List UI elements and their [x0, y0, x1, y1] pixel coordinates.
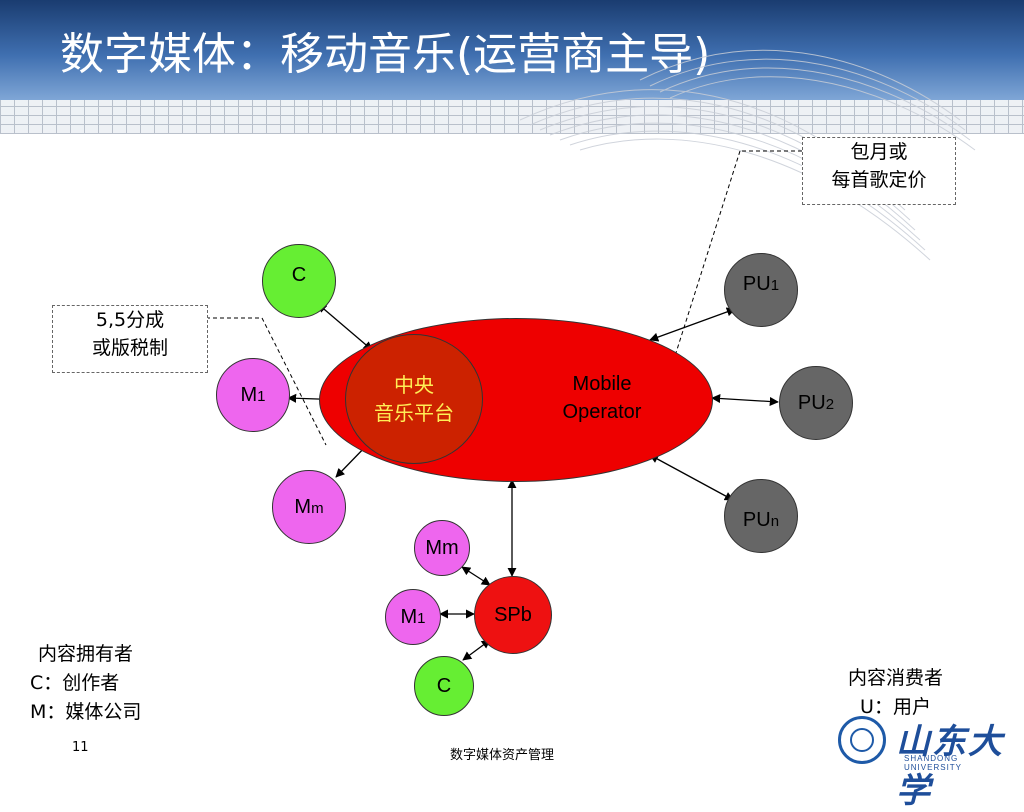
operator-label-line2: Operator — [562, 401, 642, 423]
node-media-mm-left-label: Mm — [294, 496, 323, 519]
node-service-provider-spb: SPb — [474, 576, 552, 654]
node-creator-top-label: C — [291, 263, 307, 286]
m1-bottom-main: M — [400, 605, 418, 628]
legend-owner-media: M：媒体公司 — [30, 701, 142, 723]
pun-main: PU — [742, 508, 771, 531]
mm-left-main: M — [294, 495, 312, 518]
node-creator-top: C — [262, 244, 336, 318]
arrow-pu1 — [649, 307, 736, 342]
pricing-note: 包月或 每首歌定价 — [802, 137, 956, 205]
node-user-pu1-label: PU1 — [743, 273, 779, 296]
page-number: 11 — [72, 740, 89, 755]
arrow-spb-mm — [461, 566, 491, 586]
node-spb-label: SPb — [494, 603, 532, 626]
node-media-mm-left: Mm — [272, 470, 346, 544]
m1-bottom-sub: 1 — [417, 609, 426, 627]
mm-left-sub: m — [311, 499, 324, 517]
leader-split-diag — [261, 317, 327, 446]
node-media-mm-bottom-label: Mm — [425, 536, 459, 559]
arrow-pu2 — [711, 393, 779, 407]
pu1-main: PU — [742, 272, 771, 295]
arrow-c-top — [317, 303, 373, 351]
m1-left-main: M — [240, 383, 258, 406]
node-media-m1-left: M1 — [216, 358, 290, 432]
node-media-mm-bottom: Mm — [414, 520, 470, 576]
node-user-pu2-label: PU2 — [798, 392, 834, 415]
node-user-pu2: PU2 — [779, 366, 853, 440]
m1-left-sub: 1 — [257, 387, 266, 405]
legend-content-consumer: 内容消费者 U：用户 — [848, 664, 943, 722]
central-platform-line2: 音乐平台 — [374, 401, 454, 425]
leader-pricing-diag — [667, 150, 741, 379]
pu2-sub: 2 — [825, 395, 835, 413]
arrow-pun — [649, 454, 734, 501]
pun-sub: n — [770, 512, 780, 530]
pricing-note-line1: 包月或 — [850, 141, 908, 163]
pricing-note-line2: 每首歌定价 — [831, 169, 927, 191]
pu1-sub: 1 — [770, 276, 780, 294]
legend-owner-heading: 内容拥有者 — [38, 643, 134, 665]
footer-course-title: 数字媒体资产管理 — [450, 748, 555, 763]
central-platform-line1: 中央 — [394, 373, 434, 397]
legend-consumer-user: U：用户 — [860, 696, 931, 718]
node-user-pun-label: PUn — [743, 509, 779, 532]
split-note-line2: 或版税制 — [91, 337, 168, 359]
legend-owner-creator: C：创作者 — [30, 672, 120, 694]
node-media-m1-bottom: M1 — [385, 589, 441, 645]
legend-content-owner: 内容拥有者 C：创作者 M：媒体公司 — [30, 640, 141, 727]
node-creator-bottom-label: C — [436, 674, 452, 697]
university-seal-icon — [838, 716, 886, 764]
operator-label-line1: Mobile — [572, 373, 632, 395]
central-music-platform: 中央 音乐平台 — [345, 334, 483, 464]
node-media-m1-bottom-label: M1 — [400, 606, 425, 629]
node-media-m1-left-label: M1 — [240, 384, 265, 407]
pu2-main: PU — [797, 391, 826, 414]
split-note-line1: 5,5分成 — [95, 309, 165, 331]
diagram-connectors — [206, 150, 802, 661]
university-logo: 山东大学 SHANDONG UNIVERSITY — [838, 712, 1018, 811]
node-user-pun: PUn — [724, 479, 798, 553]
legend-consumer-heading: 内容消费者 — [848, 667, 944, 689]
node-creator-bottom: C — [414, 656, 474, 716]
node-user-pu1: PU1 — [724, 253, 798, 327]
university-name-english: SHANDONG UNIVERSITY — [904, 754, 963, 772]
revenue-split-note: 5,5分成 或版税制 — [52, 305, 208, 373]
page-title: 数字媒体：移动音乐(运营商主导) — [60, 29, 711, 80]
mobile-operator-label: Mobile Operator — [540, 370, 664, 426]
